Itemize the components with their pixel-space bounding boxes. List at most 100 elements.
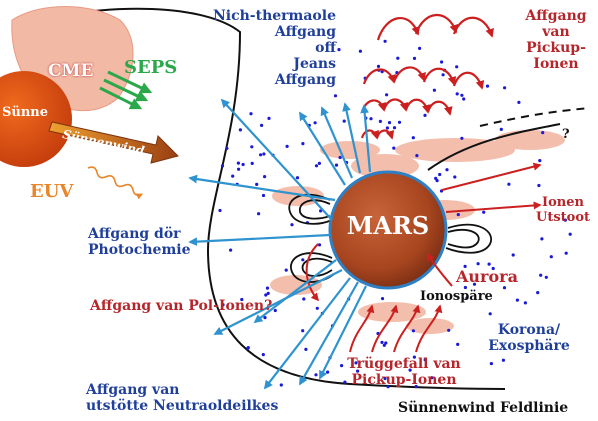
- exosphere-particle: [284, 268, 288, 272]
- exosphere-particle: [396, 56, 400, 60]
- euv-label: EUV: [30, 181, 74, 202]
- exosphere-particle: [326, 370, 330, 374]
- seps-label: SEPS: [124, 57, 178, 78]
- exosphere-particle: [511, 253, 515, 257]
- ion-sputter-line-2: Utstoot: [535, 209, 590, 225]
- exosphere-particle: [301, 329, 305, 333]
- exosphere-particle: [465, 296, 469, 300]
- exosphere-particle: [423, 358, 427, 362]
- exosphere-particle: [383, 39, 387, 43]
- exosphere-particle: [378, 119, 382, 123]
- exosphere-particle: [411, 136, 415, 140]
- exosphere-particle: [392, 126, 397, 130]
- exosphere-particle: [537, 183, 541, 188]
- question-mark: ?: [562, 127, 570, 142]
- exosphere-particle: [440, 60, 444, 64]
- nonthermal-escape-label: Nich-thermaole Affgang off Jeans Affgang: [188, 8, 336, 88]
- pickup-escape-line-3: Pickup-: [526, 40, 586, 57]
- exosphere-particle: [285, 144, 289, 148]
- exosphere-particle: [515, 298, 520, 302]
- ion-sputtering-arrows: [441, 162, 542, 213]
- exosphere-particle: [386, 385, 390, 389]
- exosphere-particle: [541, 131, 545, 135]
- exosphere-particle: [343, 380, 347, 384]
- exosphere-particle: [418, 46, 422, 51]
- exosphere-particle: [338, 155, 342, 160]
- neutral-escape-arrows: [188, 98, 372, 390]
- exosphere-particle: [257, 212, 261, 216]
- pickup-escape-line-1: Affgang: [525, 8, 587, 24]
- exosphere-particle: [225, 146, 229, 150]
- exosphere-particle: [507, 182, 511, 186]
- exosphere-particle: [482, 210, 486, 214]
- exosphere-particle: [240, 297, 244, 302]
- exosphere-particle: [337, 48, 341, 52]
- exosphere-particle: [503, 86, 507, 90]
- nonthermal-line-5: Affgang: [274, 72, 336, 89]
- pickup-escape-line-4: Ionen: [533, 56, 579, 73]
- exosphere-particle: [447, 328, 451, 332]
- exosphere-particle: [264, 293, 268, 297]
- exosphere-particle: [412, 56, 417, 61]
- exosphere-particle: [273, 308, 277, 313]
- exosphere-particle: [549, 255, 553, 259]
- pickup-ion-return-arrows: [305, 243, 453, 353]
- exosphere-particle: [333, 94, 338, 98]
- exosphere-particle: [445, 168, 449, 172]
- field-line-curve: [29, 7, 506, 390]
- exosphere-particle: [382, 343, 386, 347]
- exosphere-particle: [260, 123, 264, 127]
- exosphere-particle: [304, 347, 308, 351]
- exosphere-particle: [241, 162, 245, 167]
- exosphere-particle: [539, 273, 543, 277]
- exosphere-particle: [314, 164, 319, 168]
- exosphere-particle: [472, 282, 477, 286]
- pickup-return-line-2: Pickup-Ionen: [351, 372, 457, 389]
- neutral-escape-label: Affgang van utstötte Neutraoldeilkes: [86, 382, 278, 414]
- exosphere-particle: [354, 361, 358, 365]
- ion-sputter-label: Ionen Utstoot: [530, 195, 596, 226]
- corona-line-1: Korona/: [497, 322, 561, 338]
- nonthermal-line-1: Nich-thermaole: [212, 8, 336, 24]
- magnetotail-line: [427, 123, 561, 171]
- exosphere-particle: [317, 161, 321, 165]
- exosphere-particle: [434, 176, 438, 180]
- exosphere-particle: [460, 136, 464, 140]
- exosphere-particle: [221, 303, 225, 307]
- exosphere-particle: [491, 266, 495, 271]
- photochem-line-1: Affgang dör: [88, 226, 181, 242]
- exosphere-particle: [563, 218, 568, 222]
- exosphere-particle: [279, 383, 283, 387]
- exosphere-particle: [266, 291, 270, 295]
- exosphere-particle: [463, 264, 467, 268]
- exosphere-particle: [319, 209, 323, 213]
- nonthermal-line-2: Affgang: [274, 24, 336, 41]
- exosphere-particle: [536, 291, 540, 295]
- exosphere-particle: [384, 341, 388, 345]
- exosphere-particle: [250, 161, 254, 165]
- exosphere-particle: [236, 161, 240, 165]
- magnetotail-dashed: [479, 107, 591, 127]
- neutral-escape-line-1: Affgang van: [86, 382, 180, 398]
- exosphere-particle: [476, 262, 480, 266]
- exosphere-particle: [432, 88, 436, 92]
- pickup-return-label: Trüggefall van Pickup-Ionen: [334, 356, 474, 388]
- exosphere-particle: [261, 353, 265, 357]
- exosphere-particle: [412, 355, 416, 359]
- exosphere-particle: [356, 369, 360, 373]
- corona-exosphere-label: Korona/ Exosphäre: [476, 322, 582, 354]
- pickup-escape-line-2: van: [542, 24, 570, 41]
- exosphere-particle: [249, 112, 253, 116]
- mars-label: MARS: [346, 211, 430, 240]
- exosphere-particle: [568, 232, 572, 236]
- exosphere-particle: [231, 174, 235, 178]
- exosphere-particle: [408, 368, 412, 372]
- exosphere-particle: [502, 286, 507, 290]
- exosphere-particle: [358, 49, 362, 53]
- exosphere-particle: [229, 248, 233, 252]
- exosphere-particle: [538, 159, 542, 163]
- exosphere-particle: [460, 93, 464, 97]
- exosphere-particle: [415, 154, 419, 158]
